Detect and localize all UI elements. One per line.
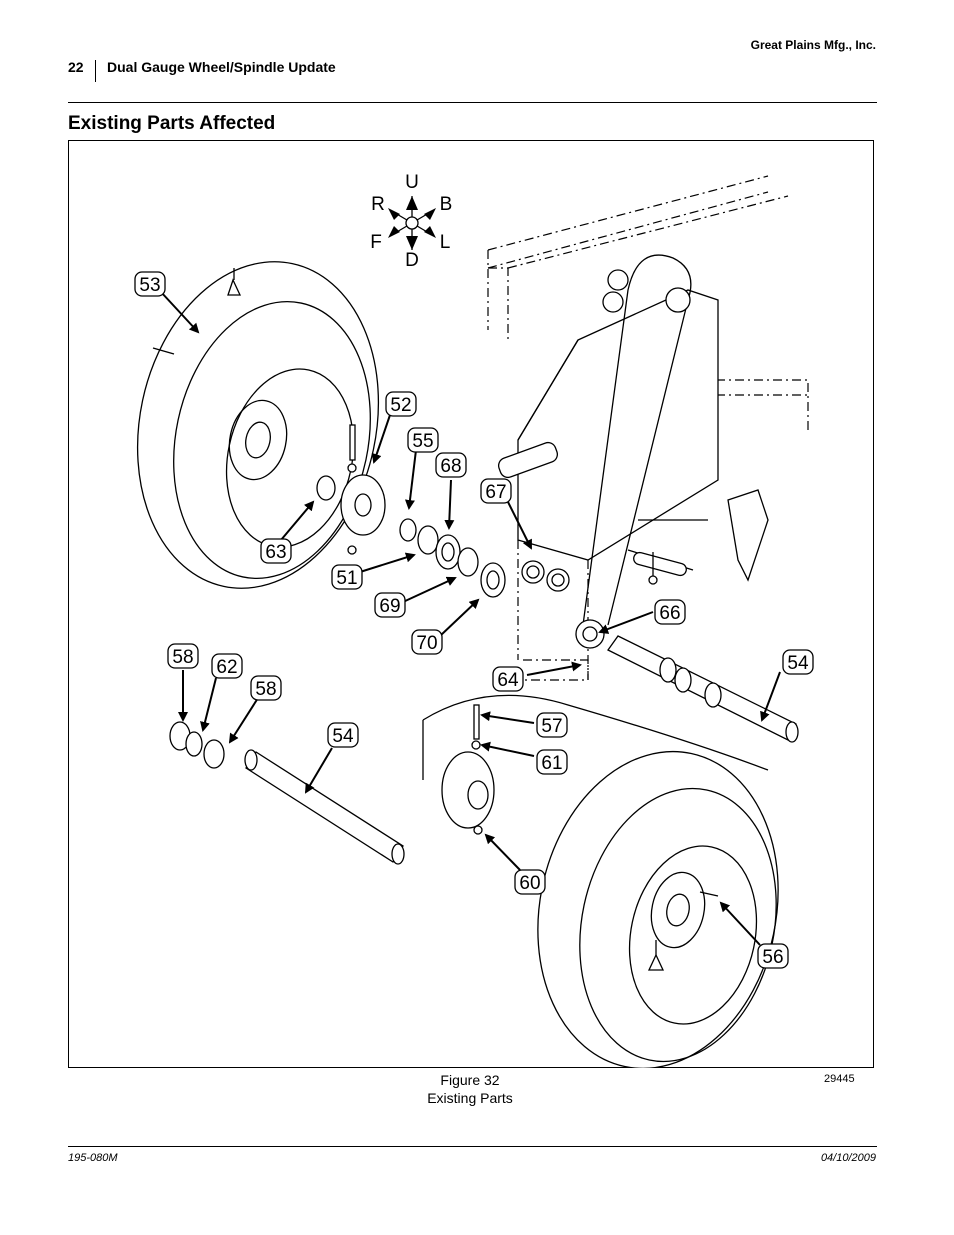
svg-text:66: 66 [659, 603, 680, 624]
compass-up: U [405, 172, 419, 193]
wheel-arm-bracket [497, 289, 769, 681]
spindle-left [169, 721, 405, 865]
callout-67: 67 [480, 478, 512, 504]
compass-f: F [370, 232, 382, 253]
lower-hub-assembly [422, 694, 769, 835]
callout-53: 53 [134, 271, 166, 297]
callout-58a: 58 [167, 643, 199, 669]
svg-text:56: 56 [762, 947, 783, 968]
callout-57: 57 [536, 712, 568, 738]
svg-text:70: 70 [416, 633, 437, 654]
svg-text:54: 54 [332, 726, 354, 747]
svg-text:62: 62 [216, 657, 237, 678]
callout-62: 62 [211, 653, 243, 679]
lower-wheel [537, 750, 779, 1068]
compass-down: D [405, 250, 419, 271]
header-separator [95, 60, 96, 82]
footer-rule [68, 1146, 877, 1147]
upper-hub-assembly [316, 424, 658, 598]
drawing-id: 29445 [824, 1073, 855, 1085]
callout-54a: 54 [327, 722, 359, 748]
company-name: Great Plains Mfg., Inc. [750, 38, 876, 52]
callout-61: 61 [536, 749, 568, 775]
spindle-right [607, 635, 799, 743]
svg-text:64: 64 [497, 670, 519, 691]
callout-56: 56 [757, 943, 789, 969]
callout-69: 69 [374, 592, 406, 618]
compass-r: R [371, 194, 385, 215]
svg-text:58: 58 [255, 679, 276, 700]
header-rule [68, 102, 877, 103]
figure-caption: Existing Parts [427, 1090, 513, 1106]
svg-text:67: 67 [485, 482, 506, 503]
figure-frame [68, 140, 874, 1068]
svg-text:69: 69 [379, 596, 400, 617]
svg-text:61: 61 [541, 753, 562, 774]
svg-text:52: 52 [390, 395, 411, 416]
callout-52: 52 [385, 391, 417, 417]
parts-diagram: U R B F L D [134, 172, 814, 1068]
figure-number: Figure 32 [440, 1072, 500, 1088]
callout-54b: 54 [782, 649, 814, 675]
callout-66: 66 [654, 599, 686, 625]
section-name: Dual Gauge Wheel/Spindle Update [107, 59, 336, 75]
compass-l: L [440, 232, 451, 253]
callout-63: 63 [260, 538, 292, 564]
upper-wheel [136, 261, 380, 589]
svg-text:53: 53 [139, 275, 160, 296]
document-date: 04/10/2009 [820, 1152, 876, 1164]
callout-68: 68 [435, 452, 467, 478]
page-number: 22 [68, 59, 84, 75]
section-heading: Existing Parts Affected [68, 113, 276, 134]
svg-text:55: 55 [412, 431, 433, 452]
svg-text:57: 57 [541, 716, 562, 737]
callout-51: 51 [331, 564, 363, 590]
callout-55: 55 [407, 427, 439, 453]
callout-60: 60 [514, 869, 546, 895]
callout-64: 64 [492, 666, 524, 692]
document-number: 195-080M [68, 1152, 118, 1164]
compass-b: B [440, 194, 453, 215]
svg-text:60: 60 [519, 873, 540, 894]
callout-58b: 58 [250, 675, 282, 701]
drive-chain [575, 254, 692, 649]
callout-arrows [160, 291, 781, 946]
svg-text:63: 63 [265, 542, 286, 563]
svg-text:51: 51 [336, 568, 357, 589]
callout-70: 70 [411, 629, 443, 655]
svg-text:58: 58 [172, 647, 193, 668]
svg-text:68: 68 [440, 456, 461, 477]
svg-text:54: 54 [787, 653, 809, 674]
compass-rose: U R B F L D [370, 172, 452, 271]
